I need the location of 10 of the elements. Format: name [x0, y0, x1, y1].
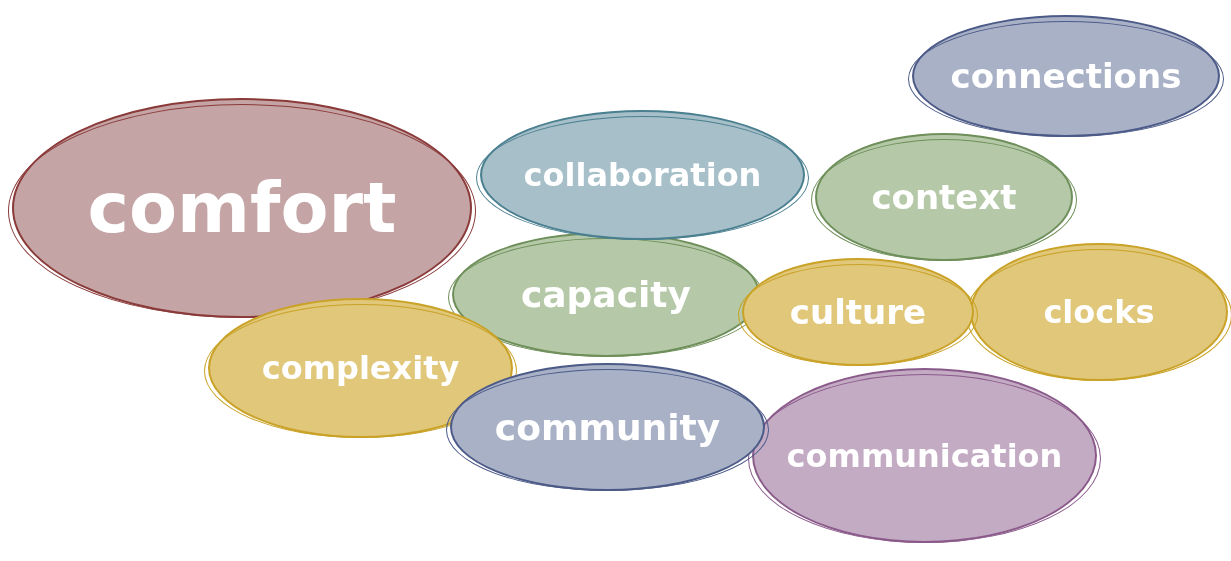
bubble-label: capacity	[520, 274, 692, 315]
bubble-label: communication	[786, 436, 1063, 475]
bubble-label: clocks	[1043, 293, 1155, 331]
bubble-label: culture	[789, 292, 927, 332]
bubble-label: collaboration	[523, 156, 762, 194]
bubble-label: context	[871, 177, 1017, 217]
bubble-label: connections	[950, 56, 1182, 96]
bubble-label: complexity	[261, 349, 460, 387]
bubble-label: comfort	[87, 167, 397, 249]
bubble-label: community	[494, 406, 721, 448]
